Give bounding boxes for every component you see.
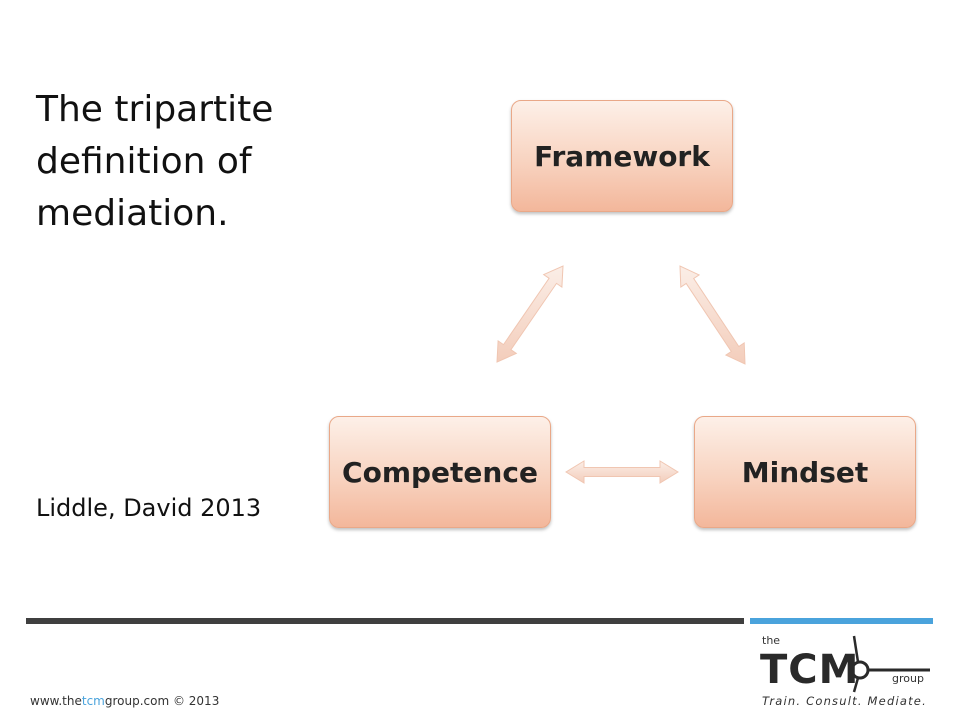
competence-node: Competence [329, 416, 551, 528]
footer-bar-accent [750, 618, 933, 624]
tcm-logo: the TCM group Train. Consult. Mediate. [750, 628, 940, 716]
framework-node: Framework [511, 100, 733, 212]
logo-name: TCM [760, 647, 860, 693]
framework-mindset-arrow [679, 265, 746, 365]
logo-the: the [762, 634, 781, 647]
mindset-node: Mindset [694, 416, 916, 528]
footer-bar-dark [26, 618, 744, 624]
citation: Liddle, David 2013 [36, 494, 262, 522]
footer-url-prefix: www.the [30, 694, 82, 708]
title-line-2: definition of [36, 141, 252, 182]
logo-tagline: Train. Consult. Mediate. [762, 694, 927, 708]
footer-url-highlight: tcm [81, 694, 105, 708]
competence-framework-arrow [496, 265, 564, 363]
footer-url: www.thetcmgroup.com © 2013 [30, 694, 219, 708]
mindset-competence-arrow [565, 460, 679, 484]
logo-group: group [892, 672, 924, 685]
slide-title: The tripartite definition of mediation. [36, 84, 306, 240]
logo-mark-icon [850, 635, 930, 693]
title-line-1: The tripartite [36, 89, 274, 130]
title-line-3: mediation. [36, 193, 229, 234]
footer-url-suffix: group.com © 2013 [104, 694, 220, 708]
